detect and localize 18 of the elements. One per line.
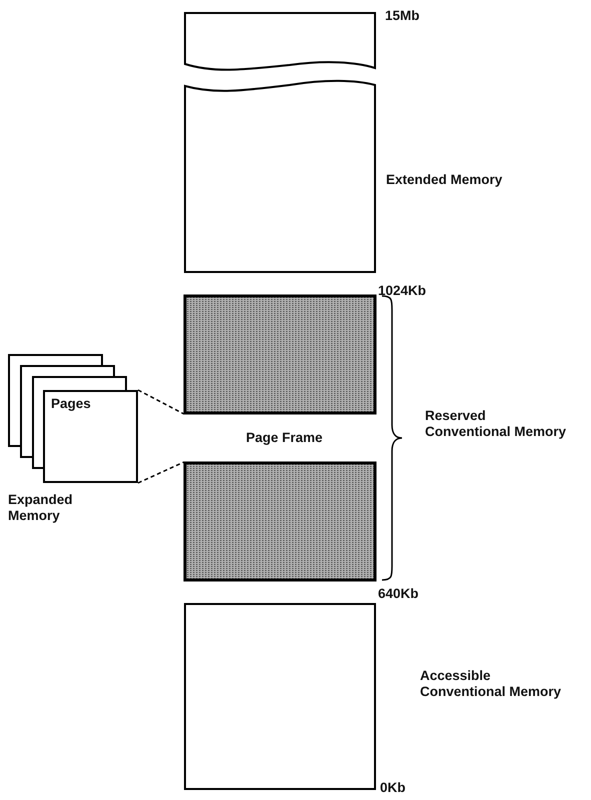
dashed-connector <box>138 389 184 415</box>
memory-block <box>184 603 376 790</box>
node-label: Pages <box>51 396 92 412</box>
memory-block <box>184 12 376 74</box>
dashed-connector <box>138 461 184 484</box>
region-label: Page Frame <box>246 430 324 446</box>
region-label: Accessible Conventional Memory <box>420 668 562 700</box>
shaded-memory-block <box>184 462 376 581</box>
page-sheet <box>43 390 138 483</box>
address-label: 1024Kb <box>378 283 428 299</box>
region-label: Expanded Memory <box>8 492 74 524</box>
address-label: 640Kb <box>378 586 420 602</box>
region-label: Extended Memory <box>386 172 504 188</box>
region-label: Reserved Conventional Memory <box>425 408 568 440</box>
address-label: 15Mb <box>385 8 421 24</box>
memory-block <box>184 78 376 273</box>
address-label: 0Kb <box>380 780 407 796</box>
shaded-memory-block <box>184 295 376 414</box>
